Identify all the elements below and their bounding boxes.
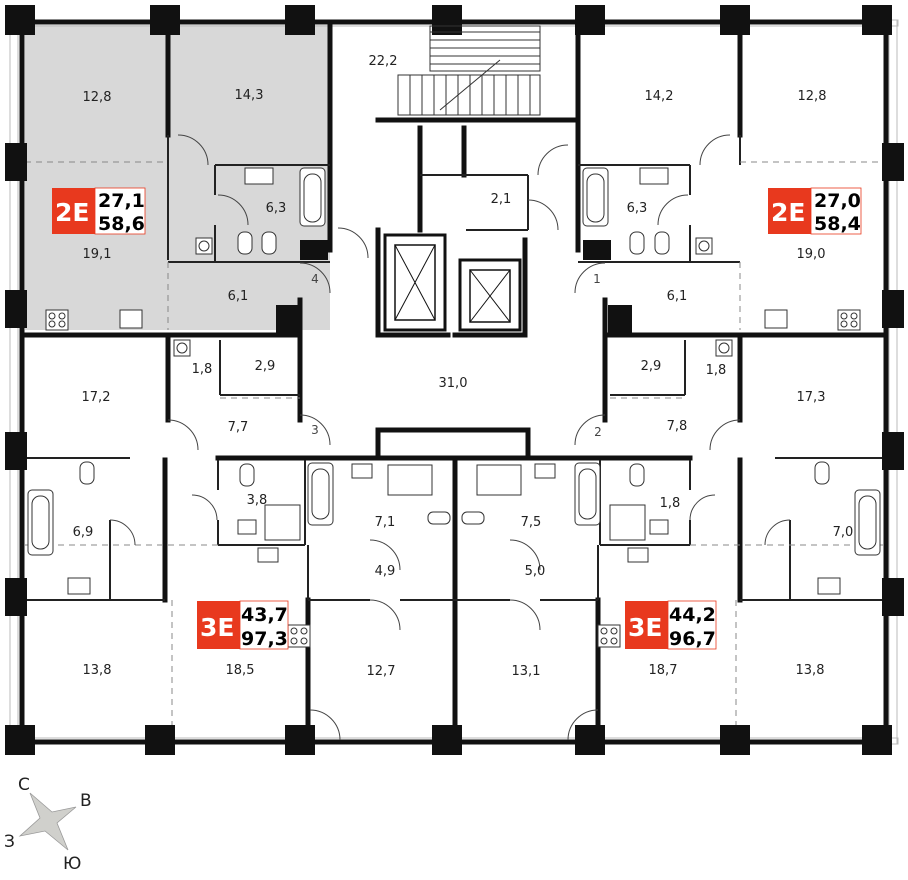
room-a-room1-area: 12,8: [83, 90, 112, 105]
door-swings: [109, 134, 791, 741]
room-labels: 12,8 14,3 6,3 19,1 6,1 22,2 2,1 31,0 14,…: [73, 54, 854, 679]
room-lobby-area: 31,0: [439, 376, 468, 391]
room-d-bath3-area: 7,5: [521, 515, 542, 530]
apartment-badge-a[interactable]: 2Е 27,1 58,6: [52, 187, 146, 235]
compass-east: В: [80, 791, 92, 811]
apartment-badge-d[interactable]: 3Е 44,2 96,7: [625, 600, 717, 650]
room-d-bath-area: 7,0: [833, 525, 854, 540]
apartment-c-living-area: 43,7: [241, 604, 288, 626]
compass-star-icon: [18, 792, 77, 851]
apartment-c-total-area: 97,3: [241, 628, 288, 650]
apartment-d-living-area: 44,2: [669, 604, 716, 626]
door-3-number: 3: [311, 423, 319, 437]
bathroom-fixtures: [27, 167, 881, 595]
apartment-badge-c[interactable]: 3Е 43,7 97,3: [197, 600, 289, 650]
boiler-icons: [173, 237, 733, 357]
apartment-c-code: 3Е: [200, 613, 234, 642]
compass-north: С: [18, 775, 30, 795]
room-c-bath-area: 6,9: [73, 525, 94, 540]
apartment-b-living-area: 27,0: [814, 190, 861, 212]
room-b-living-area: 19,0: [797, 247, 826, 262]
room-c-hall2-area: 4,9: [375, 564, 396, 579]
apartment-badge-b[interactable]: 2Е 27,0 58,4: [768, 187, 862, 235]
room-d-living-area: 18,7: [649, 663, 678, 678]
room-a-bath-area: 6,3: [266, 201, 287, 216]
room-c-bath3-area: 7,1: [375, 515, 396, 530]
apartment-b-code: 2Е: [771, 198, 805, 227]
door-1-number: 1: [593, 272, 601, 286]
door-numbers: 1 2 3 4: [311, 272, 602, 439]
apartment-a-total-area: 58,6: [98, 213, 145, 235]
columns: [5, 5, 904, 755]
room-d-hall2-area: 5,0: [525, 564, 546, 579]
cooker-icons: [45, 309, 861, 648]
apartment-b-total-area: 58,4: [814, 213, 861, 235]
door-4-number: 4: [311, 272, 319, 286]
apartment-a-living-area: 27,1: [98, 190, 145, 212]
room-a-living-area: 19,1: [83, 247, 112, 262]
stairs: [397, 25, 541, 116]
room-b-room1-area: 14,2: [645, 89, 674, 104]
compass-rose: С В З Ю: [4, 775, 92, 874]
room-d-room-area: 17,3: [797, 390, 826, 405]
room-c-bedroom-area: 13,8: [83, 663, 112, 678]
room-a-room2-area: 14,3: [235, 88, 264, 103]
room-c-hall-area: 7,7: [228, 420, 249, 435]
apartment-d-code: 3Е: [628, 613, 662, 642]
room-c-wc-area: 1,8: [192, 362, 213, 377]
room-b-hall-area: 6,1: [667, 289, 688, 304]
room-d-store-area: 2,9: [641, 359, 662, 374]
room-tech-area: 2,1: [491, 192, 512, 207]
apartment-a-highlight[interactable]: [25, 25, 330, 330]
compass-west: З: [4, 832, 15, 852]
room-stair-area: 22,2: [369, 54, 398, 69]
compass-south: Ю: [63, 854, 81, 874]
room-d-room2-area: 13,1: [512, 664, 541, 679]
room-b-bath-area: 6,3: [627, 201, 648, 216]
room-c-living-area: 18,5: [226, 663, 255, 678]
room-d-bath2-area: 1,8: [660, 496, 681, 511]
room-c-bath2-area: 3,8: [247, 493, 268, 508]
elevator-shafts: [383, 233, 522, 332]
room-d-hall-area: 7,8: [667, 419, 688, 434]
room-c-room2-area: 12,7: [367, 664, 396, 679]
door-2-number: 2: [594, 425, 602, 439]
room-d-bedroom-area: 13,8: [796, 663, 825, 678]
apartment-a-code: 2Е: [55, 198, 89, 227]
room-c-store-area: 2,9: [255, 359, 276, 374]
room-b-room2-area: 12,8: [798, 89, 827, 104]
zone-dividers: [25, 161, 884, 740]
room-a-hall-area: 6,1: [228, 289, 249, 304]
partitions: [22, 135, 886, 601]
room-d-wc-area: 1,8: [706, 363, 727, 378]
apartment-d-total-area: 96,7: [669, 628, 716, 650]
room-c-room-area: 17,2: [82, 390, 111, 405]
